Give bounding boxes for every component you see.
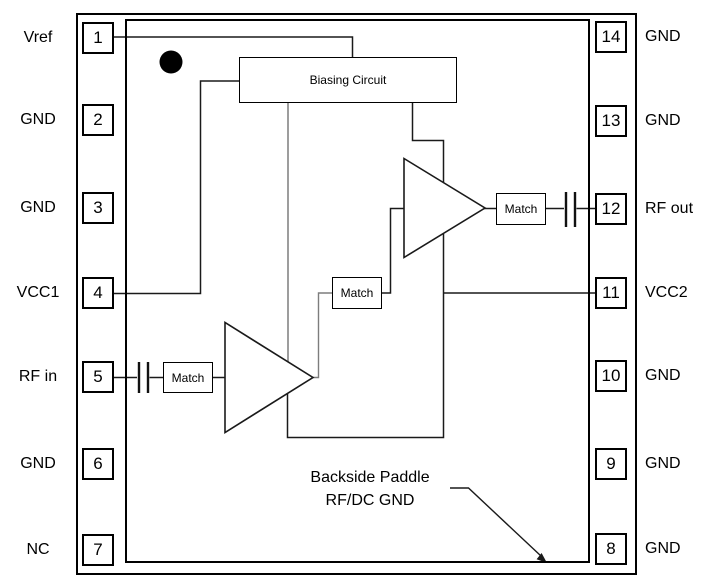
pin-12-label: RF out — [645, 200, 694, 217]
pin-1-indicator-dot — [159, 50, 183, 74]
backside-paddle-note-line2: RF/DC GND — [325, 492, 415, 509]
pin-7-box: 7 — [82, 534, 114, 566]
pin-5-box: 5 — [82, 361, 114, 393]
pin-11-label: VCC2 — [645, 284, 688, 301]
amplifier1-symbol — [224, 321, 315, 434]
pin-12-box: 12 — [595, 193, 627, 225]
pin-8-label: GND — [645, 540, 681, 557]
pin-4-box: 4 — [82, 277, 114, 309]
pin-6-box: 6 — [82, 448, 114, 480]
pin-9-box: 9 — [595, 448, 627, 480]
input-match-block: Match — [163, 362, 213, 393]
die-outline — [125, 19, 590, 563]
pin-1-label: Vref — [23, 29, 53, 46]
bias-to-amp2-wire — [411, 103, 445, 183]
pin-13-box: 13 — [595, 105, 627, 137]
paddle-leader-line — [450, 487, 542, 557]
leader-arrowhead-icon — [536, 553, 547, 563]
match-label: Match — [504, 202, 538, 216]
output-capacitor-symbol — [564, 192, 577, 227]
vcc1-wire — [114, 80, 239, 295]
pin-8-box: 8 — [595, 533, 627, 565]
pin-11-box: 11 — [595, 277, 627, 309]
input-capacitor-symbol — [137, 362, 150, 393]
match2-to-amp2-wire — [382, 207, 404, 294]
pin-14-label: GND — [645, 28, 681, 45]
pin-13-label: GND — [645, 112, 681, 129]
output-match-block: Match — [496, 193, 546, 225]
pin-7-label: NC — [26, 541, 50, 558]
backside-paddle-note-line1: Backside Paddle — [310, 469, 430, 486]
backside-paddle-note: Backside Paddle RF/DC GND — [278, 466, 462, 512]
biasing-circuit-block: Biasing Circuit — [239, 57, 457, 103]
interstage-wire — [313, 292, 332, 379]
pin-2-box: 2 — [82, 104, 114, 136]
pin-4-label: VCC1 — [16, 284, 60, 301]
pin-10-box: 10 — [595, 360, 627, 392]
vcc2-loop-wire — [286, 234, 445, 439]
match-label: Match — [340, 286, 374, 300]
pin-6-label: GND — [20, 455, 56, 472]
package-outline — [76, 13, 637, 575]
amplifier2-symbol — [403, 157, 487, 259]
pin-3-box: 3 — [82, 192, 114, 224]
pin-10-label: GND — [645, 367, 681, 384]
match-label: Match — [171, 370, 205, 385]
pin-9-label: GND — [645, 455, 681, 472]
pin-1-box: 1 — [82, 22, 114, 54]
pin-3-label: GND — [20, 199, 56, 216]
vref-wire — [114, 36, 354, 57]
pin-14-box: 14 — [595, 21, 627, 53]
pin-2-label: GND — [20, 111, 56, 128]
biasing-circuit-label: Biasing Circuit — [309, 73, 387, 87]
interstage-match-block: Match — [332, 277, 382, 309]
pin-5-label: RF in — [18, 368, 58, 385]
